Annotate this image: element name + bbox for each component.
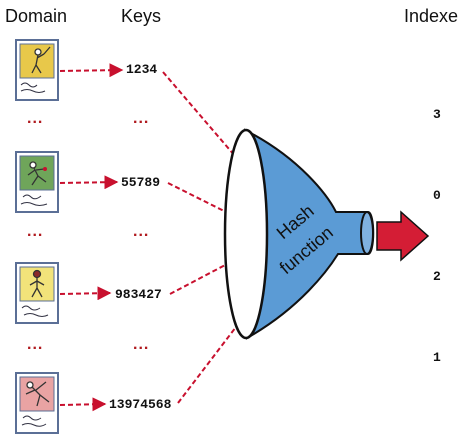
key-3: 983427 [115,287,162,302]
domain-header: Domain [5,6,68,26]
index-value-2: 0 [433,188,441,203]
index-value-4: 1 [433,350,441,365]
domain-ellipsis-1: ... [27,110,44,127]
fielder-icon [27,161,47,186]
card-to-key-arrow-1 [59,63,124,78]
baseball-card-pitcher [15,372,59,434]
baseball-card-catcher [15,262,59,324]
key-to-hash-arrow-4 [177,304,253,404]
index-value-1: 3 [433,107,441,122]
card-to-key-arrow-2 [59,175,119,190]
hash-function-funnel: Hash function [223,128,375,340]
pitcher-icon [25,381,50,407]
card-to-key-arrow-4 [59,397,107,412]
catcher-icon [29,269,45,298]
keys-ellipsis-1: ... [133,110,150,127]
domain-ellipsis-3: ... [27,336,44,353]
keys-header: Keys [121,6,162,26]
baseball-card-fielder [15,151,59,213]
card-to-key-arrow-3 [59,286,112,301]
index-value-3: 2 [433,269,441,284]
key-2: 55789 [121,175,161,190]
key-1: 1234 [126,62,158,77]
keys-ellipsis-3: ... [133,336,150,353]
indexes-header: Indexe [404,6,459,26]
key-4: 13974568 [109,397,172,412]
batter-icon [31,46,51,74]
baseball-card-batter [15,39,59,101]
output-arrow [376,210,430,262]
domain-ellipsis-2: ... [27,223,44,240]
keys-ellipsis-2: ... [133,223,150,240]
